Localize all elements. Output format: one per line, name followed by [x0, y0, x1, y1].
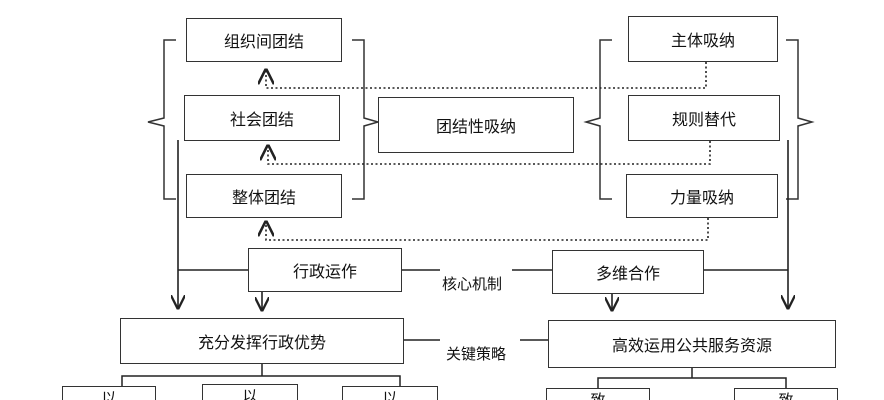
left-brace-to-center — [352, 39, 381, 200]
box-social-unity: 社会团结 — [184, 95, 340, 141]
box-leverage-admin-advantage: 充分发挥行政优势 — [120, 318, 404, 364]
box-solidarity-absorption: 团结性吸纳 — [378, 97, 574, 153]
right-brace-from-center — [583, 39, 612, 200]
bottom-left-box-2: 以 — [202, 384, 298, 400]
box-subject-absorption: 主体吸纳 — [628, 16, 778, 62]
bottom-left-box-1: 以 — [62, 386, 156, 400]
dotted-line-2 — [268, 141, 711, 165]
label-core-mechanism: 核心机制 — [442, 275, 503, 293]
box-overall-unity: 整体团结 — [186, 174, 342, 218]
box-force-absorption: 力量吸纳 — [626, 174, 778, 218]
dotted-line-1 — [266, 62, 707, 89]
right-brace — [786, 39, 815, 200]
bottom-right-box-1: 致 — [546, 388, 650, 400]
label-key-strategy: 关键策略 — [446, 345, 507, 363]
box-efficient-public-services: 高效运用公共服务资源 — [548, 320, 836, 368]
box-admin-operation: 行政运作 — [248, 248, 402, 292]
box-multi-cooperation: 多维合作 — [552, 250, 704, 294]
dotted-line-3 — [266, 218, 709, 241]
box-rule-substitution: 规则替代 — [628, 95, 780, 141]
bottom-left-box-3: 以 — [342, 386, 438, 400]
bottom-left-branch — [121, 363, 401, 392]
bottom-right-box-2: 致 — [734, 388, 838, 400]
left-brace — [147, 39, 176, 200]
bottom-right-branch — [597, 367, 787, 392]
box-inter-org-unity: 组织间团结 — [186, 18, 342, 62]
